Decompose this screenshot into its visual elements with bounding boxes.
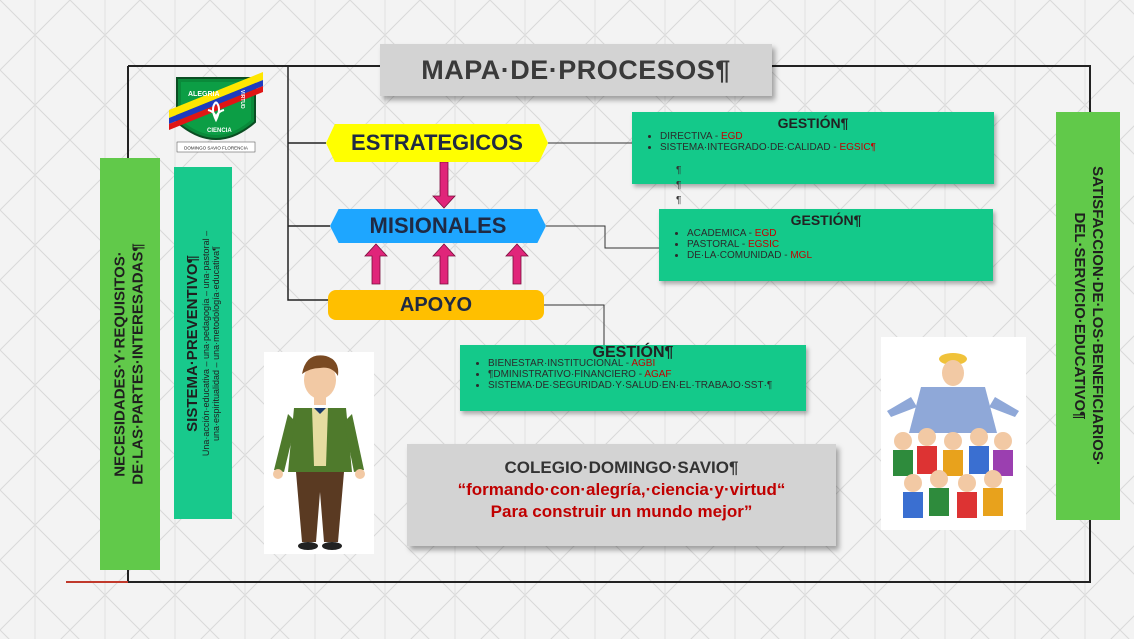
list-item: SISTEMA·DE·SEGURIDAD·Y·SALUD·EN·EL·TRABA… [488,380,796,391]
process-misionales: MISIONALES [330,209,546,243]
colegio-motto-line2: Para construir un mundo mejor” [490,502,753,521]
sistema-preventivo-heading: SISTEMA·PREVENTIVO¶ [184,254,202,432]
gestion-apoyo-title: GESTIÓN¶ [592,344,674,361]
page-title: MAPA·DE·PROCESOS¶ [380,44,772,96]
process-estrategicos: ESTRATEGICOS [326,124,548,162]
crowd-figure-icon [887,353,1019,518]
list-item: ACADEMICA - EGD [687,228,983,239]
list-item: ¶DMINISTRATIVO·FINANCIERO - AGAF [488,369,796,380]
process-apoyo: APOYO [328,290,544,320]
gestion-misional-title: GESTIÓN¶ [790,212,862,228]
list-item: PASTORAL - EGSIC [687,239,983,250]
necesidades-line1: NECESIDADES·Y·REQUISITOS· [112,251,129,477]
necesidades-box: NECESIDADES·Y·REQUISITOS· DE·LAS·PARTES·… [100,158,160,570]
gestion-misional-box: GESTIÓN¶ ACADEMICA - EGD PASTORAL - EGSI… [659,209,993,281]
gestion-estrategica-title: GESTIÓN¶ [777,115,849,131]
saint-with-children-illustration [881,337,1026,530]
list-item: DIRECTIVA - EGD [660,131,984,142]
arrows-up-apoyo-misionales [364,243,529,285]
sistema-preventivo-line2: una·espiritualidad – una·metodología·edu… [211,245,222,441]
pilcrow-marks: ¶ ¶ ¶ [676,165,682,206]
svg-text:CIENCIA: CIENCIA [207,128,232,134]
colegio-motto-box: COLEGIO·DOMINGO·SAVIO¶ “formando·con·ale… [407,444,836,546]
list-item: DE·LA·COMUNIDAD - MGL [687,250,983,261]
student-illustration [264,352,374,554]
sistema-preventivo-line1: Una·acción·educativa – una·pedagogía – u… [201,230,212,456]
svg-text:VIRTUD: VIRTUD [239,90,245,109]
colegio-name: COLEGIO·DOMINGO·SAVIO¶ [504,458,739,477]
school-shield-logo: ALEGRIA CIENCIA VIRTUD DOMINGO SAVIO FLO… [169,72,263,153]
necesidades-line2: DE·LAS·PARTES·INTERESADAS¶ [130,243,147,485]
colegio-motto-line1: “formando·con·alegría,·ciencia·y·virtud“ [457,480,786,499]
satisfaccion-line1: SATISFACCION·DE·LOS·BENEFICIARIOS· [1089,166,1107,466]
gestion-apoyo-box: GESTIÓN¶ BIENESTAR·INSTITUCIONAL - AGBI … [460,345,806,411]
list-item: BIENESTAR·INSTITUCIONAL - AGBI [488,358,796,369]
satisfaccion-box: SATISFACCION·DE·LOS·BENEFICIARIOS· DEL·S… [1056,112,1120,520]
process-connectors [287,66,330,301]
arrow-down-estrategicos-misionales [432,161,456,209]
svg-text:ALEGRIA: ALEGRIA [188,91,220,98]
sistema-preventivo-box: SISTEMA·PREVENTIVO¶ Una·acción·educativa… [174,167,232,519]
satisfaccion-line2: DEL·SERVICIO·EDUCATIVO¶ [1071,212,1089,420]
list-item: SISTEMA·INTEGRADO·DE·CALIDAD - EGSIC¶ [660,142,984,153]
gestion-estrategica-box: GESTIÓN¶ DIRECTIVA - EGD SISTEMA·INTEGRA… [632,112,994,184]
student-figure-icon [273,355,365,550]
svg-text:DOMINGO SAVIO FLORENCIA: DOMINGO SAVIO FLORENCIA [184,146,248,151]
